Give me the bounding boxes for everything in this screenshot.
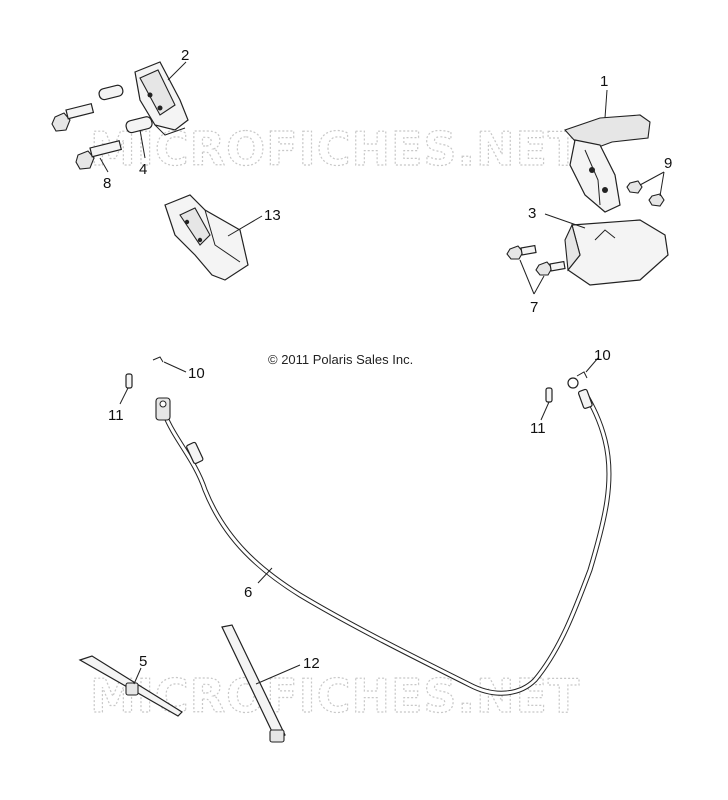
- callout-7: 7: [530, 299, 538, 316]
- part-9-nut-lower: [648, 193, 665, 207]
- callout-10-right: 10: [594, 347, 611, 364]
- part-7-bolt-upper: [506, 244, 537, 260]
- copyright-text: © 2011 Polaris Sales Inc.: [268, 352, 413, 367]
- part-1-brake-handle: [564, 114, 651, 213]
- cable-end-right: [567, 377, 593, 409]
- callout-6: 6: [244, 584, 252, 601]
- watermark-bottom: MICROFICHES.NET: [90, 669, 580, 723]
- part-8-bolt-upper: [51, 102, 95, 132]
- callout-2: 2: [181, 47, 189, 64]
- callout-11-left: 11: [108, 407, 124, 424]
- part-7-bolt-lower: [535, 260, 566, 276]
- watermark-top: MICROFICHES.NET: [90, 122, 580, 176]
- part-9-nut-upper: [626, 180, 643, 194]
- part-12-cable-tie: [221, 624, 286, 743]
- part-5-cable-tie: [78, 655, 183, 717]
- callout-5: 5: [139, 653, 147, 670]
- part-8-bolt-lower: [75, 140, 123, 170]
- part-3-mount-plate: [564, 219, 669, 286]
- callout-10-left: 10: [188, 365, 205, 382]
- leader-lines: [99, 61, 665, 685]
- part-11-pin-right: [545, 387, 553, 403]
- part-10-clip-left: [152, 356, 164, 363]
- part-10-clip-right: [576, 371, 588, 379]
- callout-13: 13: [264, 207, 281, 224]
- callout-12: 12: [303, 655, 320, 672]
- part-2-bracket: [134, 61, 189, 136]
- callout-4: 4: [139, 161, 147, 178]
- callout-9: 9: [664, 155, 672, 172]
- part-13-bracket: [164, 194, 249, 281]
- cable-end-left: [155, 397, 204, 465]
- part-6-brake-cable: [162, 390, 612, 696]
- callout-8: 8: [103, 175, 111, 192]
- callout-11-right: 11: [530, 420, 546, 437]
- part-11-pin-left: [125, 373, 133, 389]
- callout-3: 3: [528, 205, 536, 222]
- part-4-bushing-upper: [98, 84, 124, 101]
- callout-1: 1: [600, 73, 608, 90]
